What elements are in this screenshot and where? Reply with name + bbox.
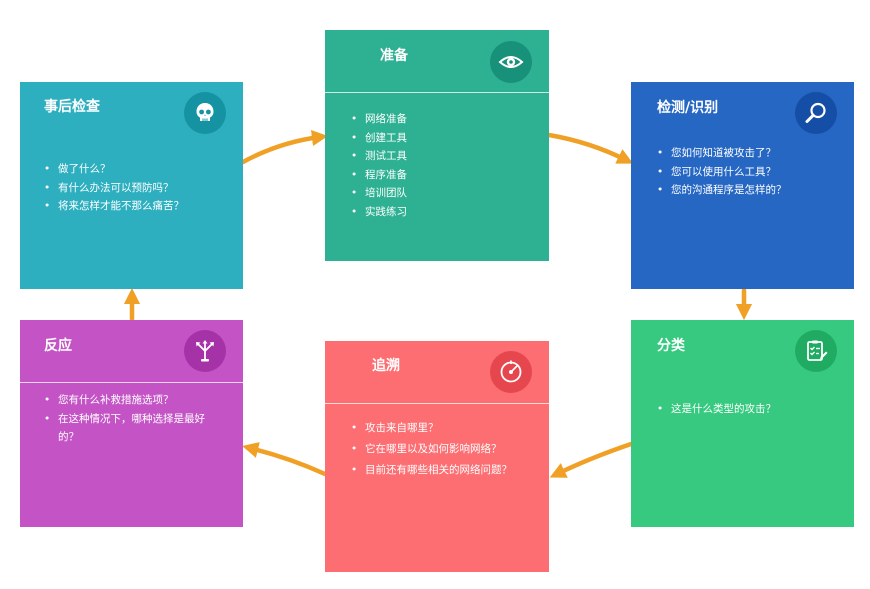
list-item: 测试工具 bbox=[351, 147, 541, 166]
list-item: 做了什么？ bbox=[44, 160, 234, 179]
list-item: 程序准备 bbox=[351, 166, 541, 185]
card-items: 您如何知道被攻击了？ 您可以使用什么工具？ 您的沟通程序是怎样的？ bbox=[657, 144, 849, 200]
arrow-classify-to-trace bbox=[549, 441, 634, 478]
card-items: 这是什么类型的攻击？ bbox=[657, 400, 849, 419]
skull-icon bbox=[184, 92, 226, 134]
card-title: 反应 bbox=[44, 338, 72, 354]
list-item: 培训团队 bbox=[351, 184, 541, 203]
card-items: 网络准备 创建工具 测试工具 程序准备 培训团队 实践练习 bbox=[351, 110, 541, 221]
list-item: 这是什么类型的攻击？ bbox=[657, 400, 849, 419]
card-respond: 反应 您有什么补救措施选项？ 在这种情况下，哪种选择是最好的？ bbox=[20, 320, 243, 527]
card-title: 分类 bbox=[657, 338, 685, 354]
card-title: 准备 bbox=[380, 48, 408, 64]
card-items: 攻击来自哪里？ 它在哪里以及如何影响网络？ 目前还有哪些相关的网络问题？ bbox=[351, 418, 529, 481]
card-detect: 检测/识别 您如何知道被攻击了？ 您可以使用什么工具？ 您的沟通程序是怎样的？ bbox=[631, 82, 854, 289]
card-title: 追溯 bbox=[372, 358, 400, 374]
card-title: 检测/识别 bbox=[657, 100, 719, 116]
arrow-prepare-to-detect bbox=[546, 132, 634, 164]
list-item: 有什么办法可以预防吗？ bbox=[44, 179, 234, 198]
list-item: 您如何知道被攻击了？ bbox=[657, 144, 849, 163]
list-item: 攻击来自哪里？ bbox=[351, 418, 529, 439]
list-item: 创建工具 bbox=[351, 129, 541, 148]
card-trace: 追溯 攻击来自哪里？ 它在哪里以及如何影响网络？ 目前还有哪些相关的网络问题？ bbox=[325, 341, 549, 572]
checklist-icon bbox=[795, 330, 837, 372]
list-item: 网络准备 bbox=[351, 110, 541, 129]
eye-icon bbox=[490, 41, 532, 83]
list-item: 您的沟通程序是怎样的？ bbox=[657, 181, 849, 200]
arrow-trace-to-respond bbox=[242, 442, 328, 477]
card-divider bbox=[325, 403, 549, 404]
target-icon bbox=[490, 351, 532, 393]
split-arrows-icon bbox=[184, 330, 226, 372]
list-item: 将来怎样才能不那么痛苦？ bbox=[44, 197, 234, 216]
list-item: 您有什么补救措施选项？ bbox=[44, 391, 212, 410]
card-divider bbox=[20, 382, 243, 383]
list-item: 实践练习 bbox=[351, 203, 541, 222]
list-item: 您可以使用什么工具？ bbox=[657, 163, 849, 182]
card-postmortem: 事后检查 做了什么？ 有什么办法可以预防吗？ 将来怎样才能不那么痛苦？ bbox=[20, 82, 243, 289]
list-item: 它在哪里以及如何影响网络？ bbox=[351, 439, 529, 460]
arrow-postmortem-to-prepare bbox=[240, 129, 329, 165]
magnifier-icon bbox=[795, 92, 837, 134]
list-item: 在这种情况下，哪种选择是最好的？ bbox=[44, 410, 212, 447]
card-title: 事后检查 bbox=[44, 99, 100, 115]
card-items: 做了什么？ 有什么办法可以预防吗？ 将来怎样才能不那么痛苦？ bbox=[44, 160, 234, 216]
card-items: 您有什么补救措施选项？ 在这种情况下，哪种选择是最好的？ bbox=[44, 391, 212, 447]
card-classify: 分类 这是什么类型的攻击？ bbox=[631, 320, 854, 527]
list-item: 目前还有哪些相关的网络问题？ bbox=[351, 460, 529, 481]
card-divider bbox=[325, 92, 549, 93]
card-prepare: 准备 网络准备 创建工具 测试工具 程序准备 培训团队 实践练习 bbox=[325, 30, 549, 261]
